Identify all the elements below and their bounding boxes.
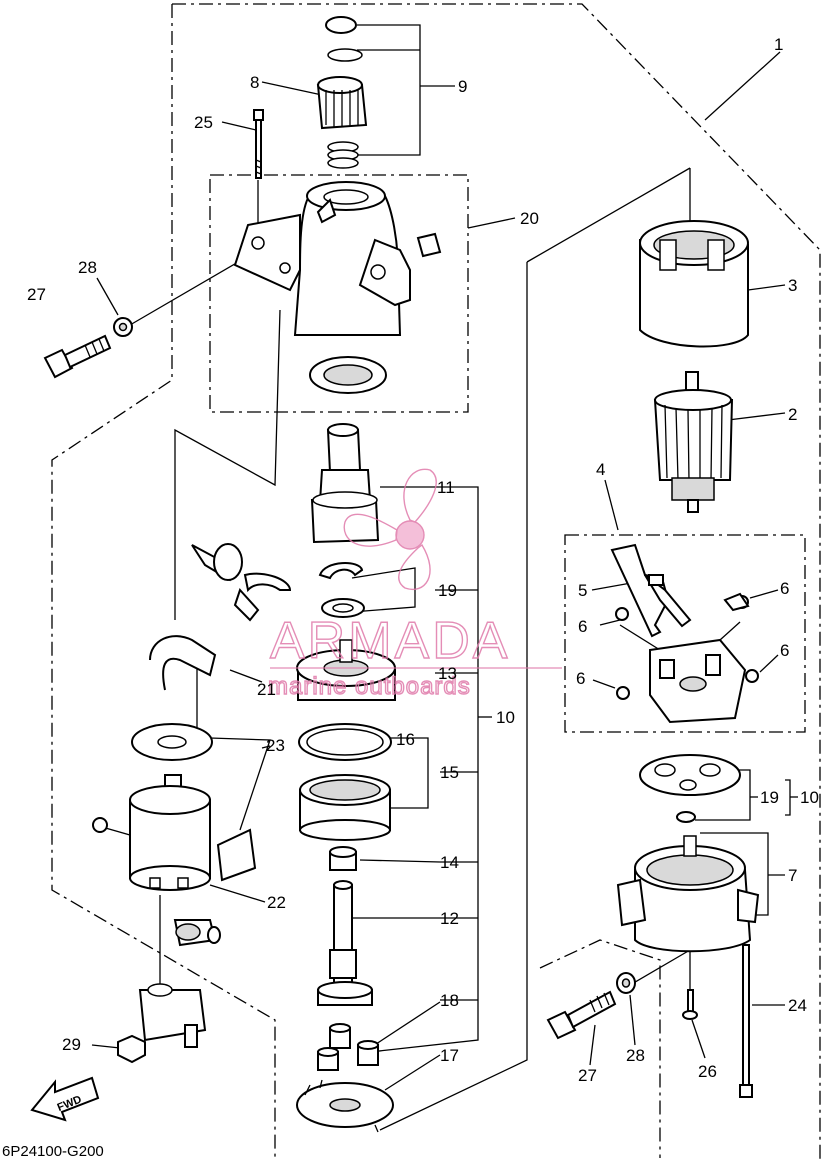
callout-11: 11 — [437, 478, 455, 497]
callout-6c: 6 — [780, 641, 789, 660]
stop-ring — [325, 16, 357, 34]
callout-28a: 28 — [78, 258, 97, 277]
leader-lines — [91, 24, 798, 1131]
callout-1: 1 — [774, 35, 783, 54]
callout-20: 20 — [520, 209, 539, 228]
rear-cover — [616, 835, 760, 953]
brush-holder-assembly — [610, 543, 759, 724]
gear-plate — [296, 1079, 394, 1133]
front-bracket — [233, 181, 411, 336]
armature — [653, 371, 734, 513]
watermark-tagline: marine outboards — [268, 673, 471, 700]
pinion-shaft — [317, 880, 373, 1006]
callout-29: 29 — [62, 1035, 81, 1054]
dowel-pin — [416, 232, 442, 258]
callout-7: 7 — [788, 866, 797, 885]
terminal-boot — [173, 919, 221, 947]
callout-15: 15 — [440, 763, 459, 782]
long-through-bolt — [739, 944, 753, 1098]
washer-left-hole — [118, 322, 128, 332]
magnetic-switch — [92, 774, 211, 891]
callout-27a: 27 — [27, 285, 46, 304]
spacer-washer — [321, 598, 365, 618]
screw — [682, 989, 698, 1020]
wire-clamp — [149, 635, 217, 691]
terminal-cover — [138, 983, 207, 1048]
callout-26: 26 — [698, 1062, 717, 1081]
callout-10b: 10 — [800, 788, 819, 807]
callout-10a: 10 — [496, 708, 515, 727]
mounting-bolt-left — [43, 334, 112, 379]
nut — [117, 1034, 146, 1064]
callout-9: 9 — [458, 77, 467, 96]
watermark: ARMADA marine outboards — [267, 468, 562, 701]
callout-2: 2 — [788, 405, 797, 424]
propeller-logo-icon — [343, 468, 437, 591]
bushing — [329, 846, 357, 871]
internal-gear — [299, 774, 391, 841]
callout-4: 4 — [596, 460, 605, 479]
callout-3: 3 — [788, 276, 797, 295]
front-bearing — [309, 356, 387, 394]
parts — [30, 16, 760, 1133]
callout-6a: 6 — [780, 579, 789, 598]
mounting-bolt-right — [546, 990, 617, 1040]
rear-plate — [639, 754, 741, 796]
plate-inner — [306, 728, 384, 756]
dust-seal — [216, 828, 257, 882]
yoke — [639, 220, 749, 348]
callout-6b: 6 — [578, 617, 587, 636]
washer-right-hole — [621, 978, 631, 988]
callout-8: 8 — [250, 73, 259, 92]
callout-14: 14 — [440, 853, 459, 872]
circlip-upper — [318, 562, 364, 580]
lead-wire-grommet — [191, 543, 292, 622]
callout-27b: 27 — [578, 1066, 597, 1085]
callout-13: 13 — [438, 664, 457, 683]
through-bolt — [253, 109, 264, 179]
planet-gears — [317, 1023, 379, 1071]
callout-6d: 6 — [576, 669, 585, 688]
callout-16: 16 — [396, 730, 415, 749]
planetary-shaft — [310, 423, 380, 544]
gasket — [131, 723, 213, 761]
callout-22: 22 — [267, 893, 286, 912]
assembly-outline — [51, 3, 821, 1160]
callout-18: 18 — [440, 991, 459, 1010]
callout-25: 25 — [194, 113, 213, 132]
pinion-gear — [316, 76, 368, 130]
callouts: 1 2 3 4 5 6 6 6 6 7 8 9 10 10 11 12 13 1… — [27, 35, 819, 1085]
small-washer — [676, 811, 696, 823]
callout-19b: 19 — [760, 788, 779, 807]
pinion-spring — [327, 141, 359, 169]
callout-17: 17 — [440, 1046, 459, 1065]
callout-19a: 19 — [438, 581, 457, 600]
fwd-arrow-icon — [30, 1076, 100, 1122]
callout-21: 21 — [257, 680, 276, 699]
callout-5: 5 — [578, 581, 587, 600]
drawing-code: 6P24100-G200 — [2, 1143, 104, 1160]
callout-24: 24 — [788, 996, 807, 1015]
clip-ring — [327, 48, 363, 62]
watermark-brand: ARMADA — [270, 612, 510, 670]
callout-28b: 28 — [626, 1046, 645, 1065]
callout-23: 23 — [266, 736, 285, 755]
callout-12: 12 — [440, 909, 459, 928]
